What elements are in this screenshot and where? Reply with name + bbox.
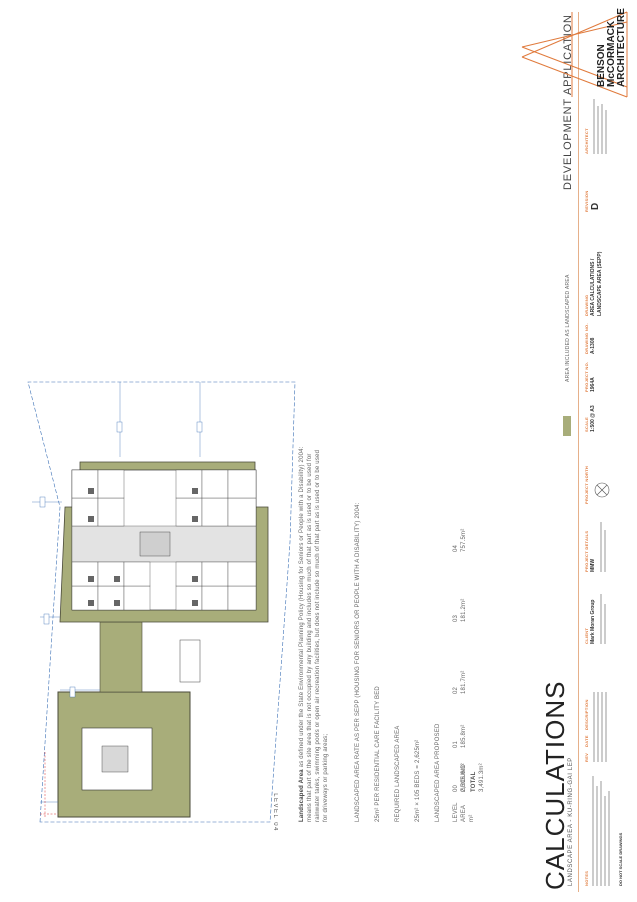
level-col-0-name: LEVEL bbox=[453, 802, 459, 822]
scale-label: SCALE bbox=[584, 416, 589, 432]
level-col-3-name: 02 bbox=[453, 686, 459, 694]
firm-logo-icon bbox=[521, 11, 628, 98]
rooms-right bbox=[71, 469, 257, 527]
level-col-4-name: 03 bbox=[453, 614, 459, 622]
client-label: CLIENT bbox=[584, 627, 589, 644]
definition-bold: Landscaped Area bbox=[299, 769, 305, 822]
outline-structure bbox=[179, 639, 201, 683]
red-markers bbox=[40, 752, 58, 817]
project-details-value: MMW bbox=[590, 558, 596, 572]
project-north-label: PROJECT NORTH bbox=[584, 465, 589, 504]
page-subtitle: LANDSCAPE AREA - KU-RING-GAI LEP bbox=[568, 757, 574, 886]
plan-level-label: LEVEL 04 bbox=[272, 793, 278, 832]
level-col-2-name: 01 bbox=[453, 740, 459, 748]
ground-stair bbox=[101, 745, 129, 773]
definition-line-2: means that part of the site area that is… bbox=[307, 453, 313, 822]
definition-line-4: for driveways or parking areas; bbox=[323, 733, 329, 822]
date-label: DATE bbox=[584, 735, 589, 747]
definition-line-3: rainwater tanks, swimming pools or open … bbox=[315, 449, 321, 822]
revision-label: REVISION bbox=[584, 190, 589, 212]
required-heading: REQUIRED LANDSCAPED AREA bbox=[395, 725, 401, 823]
architect-label: ARCHITECT bbox=[584, 128, 589, 154]
project-address bbox=[598, 522, 608, 572]
required-line: 25m² × 105 BEDS = 2,625m² bbox=[415, 739, 421, 822]
drawing-value-2: LANDSCAPE AREA (SEPP) bbox=[597, 251, 603, 316]
description-label: DESCRIPTION bbox=[584, 699, 589, 730]
scale-value: 1:500 @ A3 bbox=[590, 405, 596, 432]
dimension-lines bbox=[32, 382, 201, 803]
total-label: TOTAL bbox=[471, 771, 477, 792]
definition-line-1: Landscaped Area as defined under the Sta… bbox=[298, 446, 306, 822]
level-col-5-area: 757.5m² bbox=[461, 528, 467, 552]
site-boundary bbox=[27, 381, 296, 823]
total-value: 3,491.3m² bbox=[479, 763, 485, 792]
client-value: Mark Moran Group bbox=[590, 599, 596, 644]
rev-label: REV bbox=[584, 752, 589, 762]
north-arrow-icon bbox=[594, 482, 610, 498]
project-no-label: PROJECT NO. bbox=[584, 361, 589, 392]
titleblock-rule bbox=[578, 12, 579, 892]
drawing-label: DRAWING bbox=[584, 294, 589, 316]
revision-value: D bbox=[590, 202, 601, 210]
level-col-3-area: 181.7m² bbox=[461, 670, 467, 694]
project-details-label: PROJECT DETAILS bbox=[584, 530, 589, 572]
drawing-no-label: DRAWING NO. bbox=[584, 323, 589, 354]
do-not-scale: DO NOT SCALE DRAWINGS bbox=[618, 832, 623, 886]
bathrooms bbox=[88, 488, 198, 606]
firm-name: BENSON McCORMACK ARCHITECTURE bbox=[596, 8, 627, 87]
legend-swatch bbox=[563, 416, 571, 436]
level-col-5-name: 04 bbox=[453, 544, 459, 552]
landscape-link bbox=[99, 621, 143, 693]
level-col-4-area: 181.2m² bbox=[461, 598, 467, 622]
client-address bbox=[598, 594, 608, 644]
level-col-2-area: 185.8m² bbox=[461, 724, 467, 748]
notes-text bbox=[590, 766, 612, 886]
legend-label: AREA INCLUDED AS LANDSCAPED AREA bbox=[565, 274, 571, 382]
dimension-tags bbox=[39, 421, 203, 698]
notes-label: NOTES bbox=[584, 870, 589, 886]
architect-details bbox=[591, 99, 609, 154]
drawing-no-value: A-1308 bbox=[590, 337, 596, 354]
level-col-0-area: AREA m² bbox=[461, 805, 475, 822]
project-no-value: 1964A bbox=[590, 377, 596, 392]
proposed-heading: LANDSCAPED AREA PROPOSED bbox=[435, 723, 441, 823]
rate-heading: LANDSCAPED AREA RATE AS PER SEPP (HOUSIN… bbox=[355, 502, 361, 822]
revision-rows bbox=[591, 692, 609, 762]
lift-core bbox=[139, 531, 171, 557]
rate-line: 25m² PER RESIDENTIAL CARE FACILITY BED bbox=[375, 686, 381, 822]
firm-name-line-3: ARCHITECTURE bbox=[616, 8, 627, 87]
drawing-value-1: AREA CALCULATIONS / bbox=[590, 258, 596, 316]
level-col-1-area: 2,305.6m² bbox=[461, 763, 467, 792]
page-title: CALCULATIONS bbox=[540, 680, 570, 890]
definition-lead: as defined under the State Environmental… bbox=[299, 446, 305, 768]
